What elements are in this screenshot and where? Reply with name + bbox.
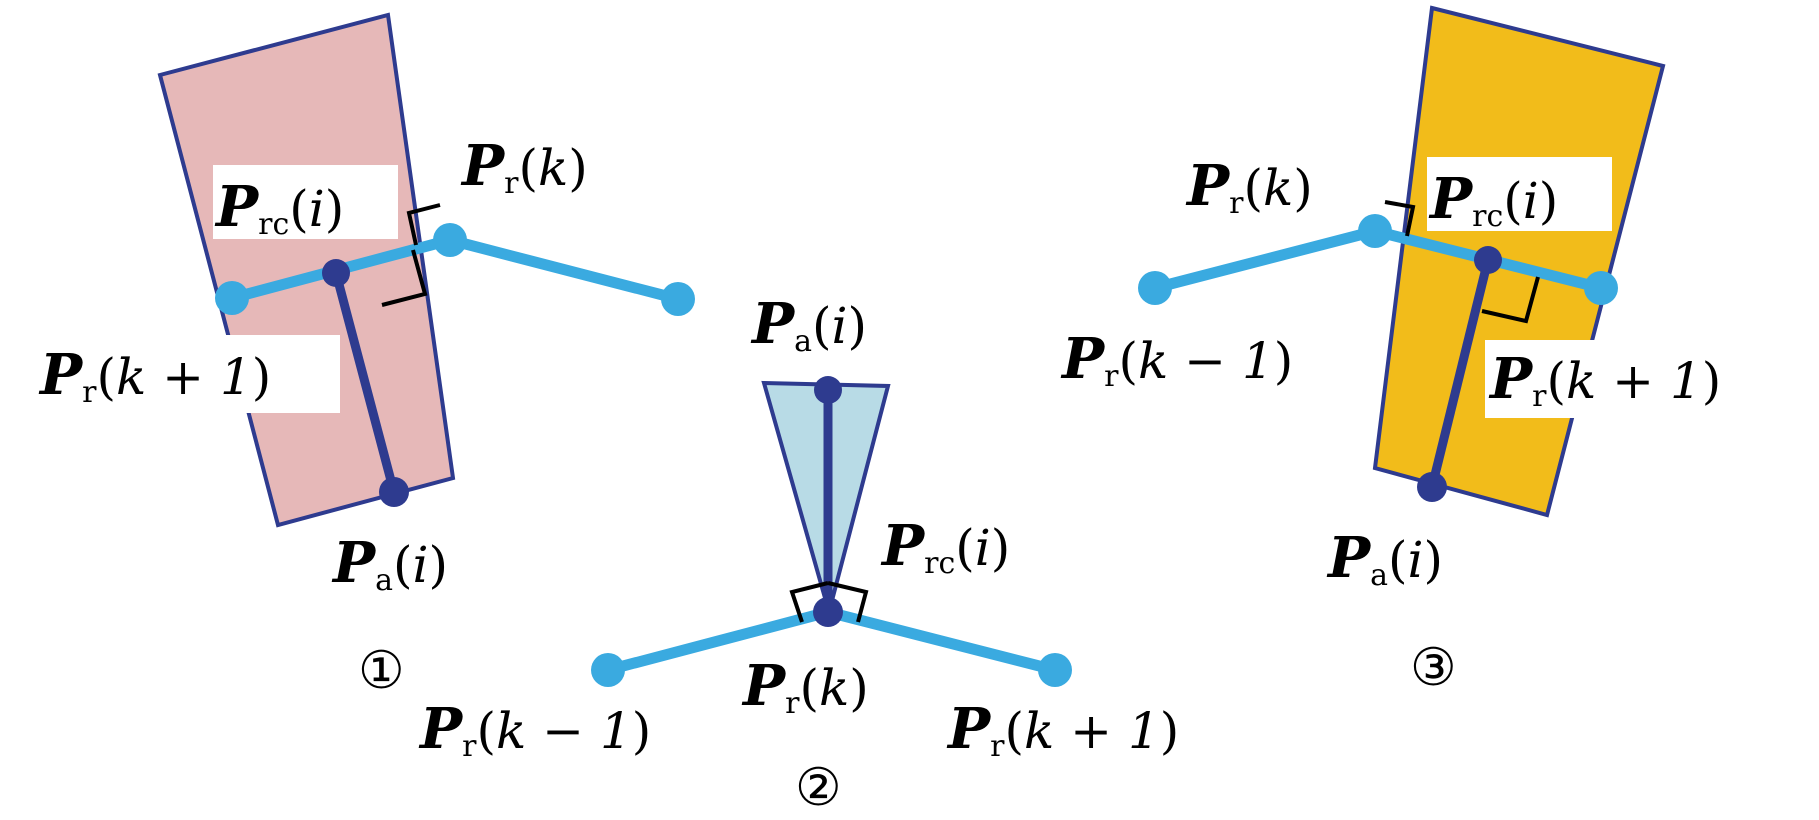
panel-3-region <box>1372 5 1666 518</box>
panel-1-number: ① <box>358 641 405 701</box>
panel-2-point-pr-k <box>813 597 843 627</box>
panel-1-projection-line <box>331 271 399 494</box>
panel-1-point-prc-i <box>322 259 350 287</box>
panel-3-projection-line <box>1427 258 1493 489</box>
panel-2-number: ② <box>795 758 842 818</box>
panel-1-region <box>157 12 456 528</box>
panel-1-path-segment-b <box>444 234 684 305</box>
panel-2-label-pr-k-plus-1: Pr(k + 1) <box>946 696 1179 764</box>
panel-1-right-angle-mark-b <box>406 203 441 246</box>
panel-2-label-prc-i: Prc(i) <box>880 513 1010 581</box>
panel-1-prc-label-bg <box>213 165 398 239</box>
panel-2-point-pr-k-plus-1 <box>1038 653 1072 687</box>
panel-3-point-pr-k-minus-1 <box>1138 271 1172 305</box>
panel-3-label-pa-i: Pa(i) <box>1326 525 1443 593</box>
panel-1-label-prc-i: Prc(i) <box>214 174 344 242</box>
panel-3-prc-label-bg <box>1427 157 1612 231</box>
panel-2-point-pr-k-minus-1 <box>591 653 625 687</box>
panel-1-point-pa-i <box>379 477 409 507</box>
panel-1-label-pa-i: Pa(i) <box>331 530 448 598</box>
panel-2-path-segment-a <box>602 606 834 676</box>
panel-2: Pa(i) Prc(i) Pr(k) Pr(k − 1) Pr(k + 1) ② <box>418 291 1179 818</box>
panel-2-right-angle-mark-a <box>789 581 829 623</box>
panel-3-point-pa-i <box>1417 472 1447 502</box>
panel-1-label-pr-k-plus-1: Pr(k + 1) <box>38 342 271 410</box>
panel-2-point-pa-i <box>814 376 842 404</box>
panel-3-label-pr-k: Pr(k) <box>1185 153 1313 221</box>
panel-3-right-angle-mark-a <box>1384 200 1416 237</box>
panel-3-point-pr-k-plus-1 <box>1584 271 1618 305</box>
panel-3-label-pr-k-minus-1: Pr(k − 1) <box>1060 326 1293 394</box>
panel-3-label-pr-k-plus-1: Pr(k + 1) <box>1488 346 1721 414</box>
panel-3-prk1-label-bg <box>1485 340 1790 418</box>
panel-3: Pr(k) Prc(i) Pr(k − 1) Pr(k + 1) Pa(i) ③ <box>1060 5 1790 698</box>
panel-1-point-pr-k-end <box>661 282 695 316</box>
panel-3-point-prc-i <box>1474 246 1502 274</box>
panel-2-path-segment-b <box>822 606 1061 676</box>
panel-1-point-pr-k <box>433 223 467 257</box>
panel-1-prk1-label-bg <box>35 335 340 413</box>
panel-3-path-segment-a <box>1149 225 1381 294</box>
panel-2-label-pa-i: Pa(i) <box>750 291 867 359</box>
panel-2-label-pr-k-minus-1: Pr(k − 1) <box>418 696 651 764</box>
panel-2-label-pr-k: Pr(k) <box>741 653 869 721</box>
panel-1-point-pr-k-plus-1 <box>215 281 249 315</box>
panel-3-right-angle-mark-b <box>1481 276 1540 324</box>
panel-1-label-pr-k: Pr(k) <box>460 133 588 201</box>
panel-3-point-pr-k <box>1358 214 1392 248</box>
panel-2-right-angle-mark-b <box>827 581 869 623</box>
panel-1-right-angle-mark-a <box>381 249 428 307</box>
panel-3-number: ③ <box>1410 638 1457 698</box>
panel-1: Prc(i) Pr(k) Pr(k + 1) Pa(i) ① <box>35 12 695 701</box>
panel-3-label-prc-i: Prc(i) <box>1428 166 1558 234</box>
